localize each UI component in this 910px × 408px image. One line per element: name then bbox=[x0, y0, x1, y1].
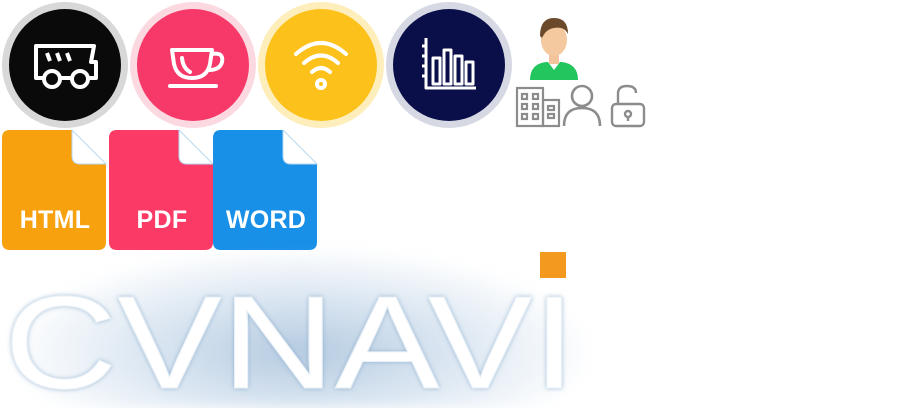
building-icon bbox=[514, 82, 562, 128]
pdf-file-label: PDF bbox=[136, 206, 188, 234]
truck-icon bbox=[2, 2, 128, 128]
logo-accent-square bbox=[540, 252, 566, 278]
wifi-circle-icon bbox=[256, 0, 386, 130]
word-file-label: WORD bbox=[225, 206, 307, 234]
wifi-icon bbox=[258, 2, 384, 128]
html-file-label: HTML bbox=[19, 206, 91, 234]
bar-chart-icon bbox=[386, 2, 512, 128]
pdf-file-icon: PDF bbox=[109, 128, 215, 250]
html-file-icon: HTML bbox=[2, 128, 108, 250]
logo-glow bbox=[10, 248, 590, 408]
lock-icon bbox=[608, 82, 648, 130]
logo-text: CVNAVI bbox=[4, 269, 576, 400]
truck-circle-icon bbox=[0, 0, 130, 130]
person-icon bbox=[560, 82, 604, 128]
word-file-icon: WORD bbox=[213, 128, 319, 250]
coffee-circle-icon bbox=[128, 0, 258, 130]
coffee-cup-icon bbox=[130, 2, 256, 128]
user-avatar-icon bbox=[526, 10, 582, 80]
cvnavi-logo: CVNAVI bbox=[0, 240, 610, 408]
chart-circle-icon bbox=[384, 0, 514, 130]
